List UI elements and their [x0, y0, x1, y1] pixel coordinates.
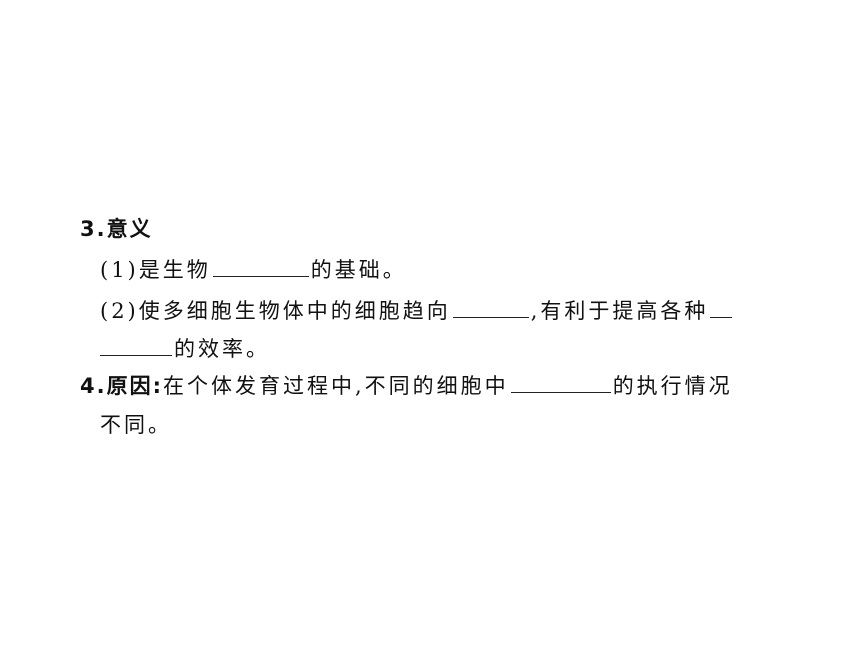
fill-blank-2 [452, 293, 529, 318]
fill-blank-3a [710, 293, 733, 318]
fill-blank-1 [212, 252, 309, 277]
section-4-title: 4.原因: [80, 374, 163, 398]
section-3-item-2-continued: 的效率。 [100, 330, 270, 368]
section-4-continuation-text: 不同。 [100, 413, 172, 437]
item-2-middle: ,有利于提高各种 [530, 299, 709, 323]
item-2-prefix: (2)使多细胞生物体中的细胞趋向 [100, 299, 451, 323]
section-3-heading: 3.意义 [80, 210, 153, 248]
section-4-continuation: 不同。 [100, 406, 172, 444]
section-3-item-2: (2)使多细胞生物体中的细胞趋向 ,有利于提高各种 [100, 292, 734, 330]
section-3-title: 3.意义 [80, 217, 153, 241]
section-4-line: 4.原因:在个体发育过程中,不同的细胞中 的执行情况 [80, 367, 733, 405]
item-1-suffix: 的基础。 [310, 258, 407, 282]
section-3-item-1: (1)是生物 的基础。 [100, 251, 407, 289]
item-1-prefix: (1)是生物 [100, 258, 211, 282]
section-4-text-prefix: 在个体发育过程中,不同的细胞中 [163, 374, 509, 398]
fill-blank-3b [100, 331, 172, 356]
item-2-suffix: 的效率。 [174, 337, 270, 361]
section-4-text-suffix: 的执行情况 [612, 374, 733, 398]
fill-blank-4 [510, 368, 611, 393]
